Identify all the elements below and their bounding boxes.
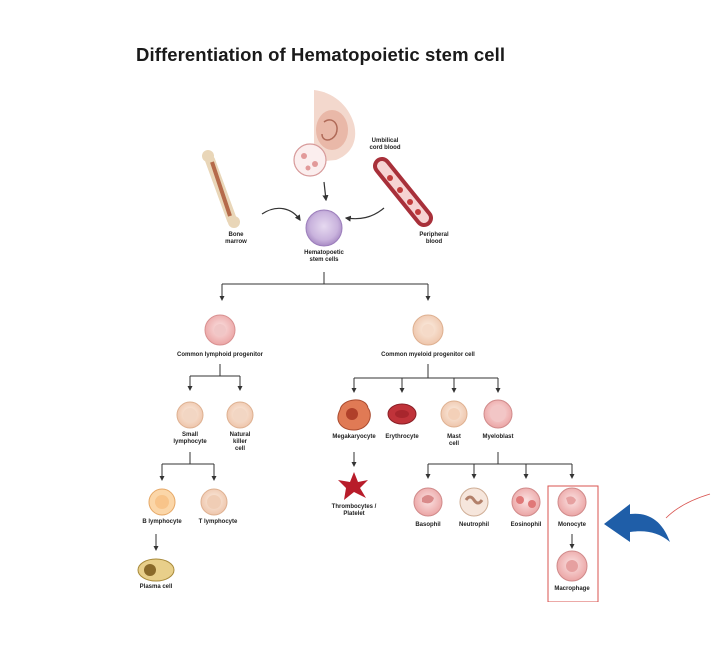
myeloblast-label: Myeloblast xyxy=(482,434,514,440)
eosinophil-label: Eosinophil xyxy=(510,522,542,528)
peripheral-blood-label: Peripheral blood xyxy=(419,232,449,245)
lymphoid-progenitor-label: Common lymphoid progenitor xyxy=(177,352,263,358)
bone-marrow-label: Bone marrow xyxy=(225,232,247,245)
megakaryocyte-label: Megakaryocyte xyxy=(332,434,376,440)
umbilical-label: Umbilical cord blood xyxy=(369,138,401,151)
plasma-cell-label: Plasma cell xyxy=(139,584,173,590)
b-lymphocyte-label: B lymphocyte xyxy=(142,519,182,525)
diagram-canvas xyxy=(137,90,599,602)
t-lymphocyte-label: T lymphocyte xyxy=(198,519,238,525)
basophil-label: Basophil xyxy=(415,522,441,528)
eosinophil-icon xyxy=(511,487,541,517)
macrophage-label: Macrophage xyxy=(554,586,590,592)
diagram-panel: Umbilical cord blood Bone marrow Periphe… xyxy=(132,82,602,602)
mast-cell-label: Mast cell xyxy=(447,434,461,447)
peripheral-blood-illustration xyxy=(373,157,433,227)
diagram-title: Differentiation of Hematopoietic stem ce… xyxy=(136,44,506,65)
pointer-arrow-icon xyxy=(604,493,711,542)
stem-cell-icon xyxy=(305,209,343,247)
monocyte-highlight-box xyxy=(547,485,599,602)
neutrophil-label: Neutrophil xyxy=(459,522,489,528)
platelet-icon xyxy=(338,472,368,500)
nk-cell-label: Natural killer cell xyxy=(229,432,251,452)
thrombocytes-label: Thrombocytes / Platelet xyxy=(331,504,377,517)
myeloid-progenitor-label: Common myeloid progenitor cell xyxy=(381,352,475,358)
monocyte-label: Monocyte xyxy=(557,522,587,528)
erythrocyte-label: Erythrocyte xyxy=(385,434,419,440)
bone-marrow-illustration xyxy=(202,150,240,228)
megakaryocyte-icon xyxy=(337,399,371,431)
small-lymphocyte-label: Small lymphocyte xyxy=(173,432,207,445)
umbilical-cord-illustration xyxy=(293,90,356,177)
stem-cell-label: Hematopoetic stem cells xyxy=(304,250,344,263)
